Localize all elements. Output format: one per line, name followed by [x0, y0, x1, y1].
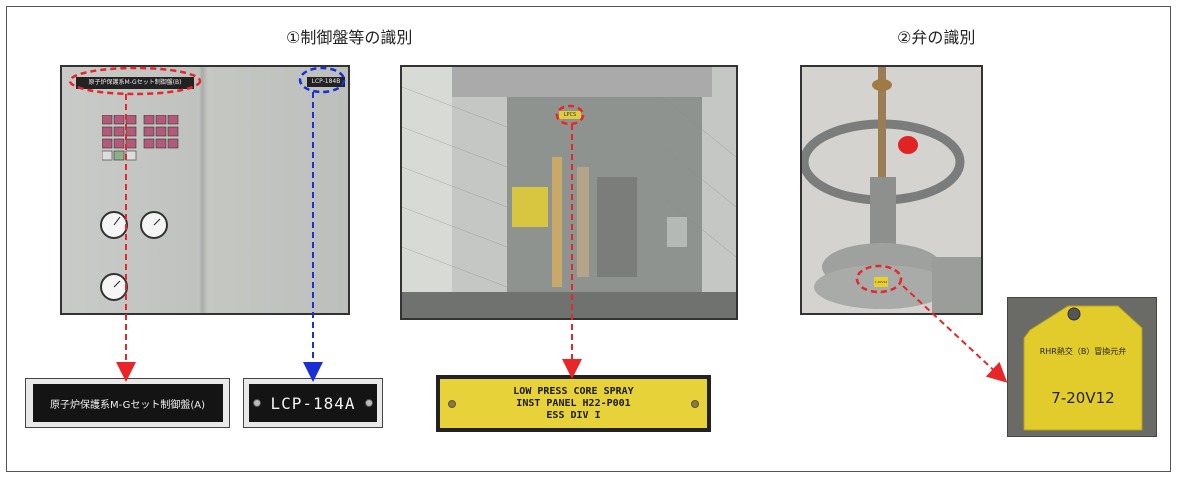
valve-tag-closeup: RHR熱交（B）冒換元弁 7-20V12: [1007, 297, 1157, 437]
plate-panel-a-text: 原子炉保護系M-Gセット制御盤(A): [50, 399, 205, 411]
plate-lpcs-line2: INST PANEL H22-P001: [516, 397, 631, 409]
plate-lpcs-line3: ESS DIV I: [546, 409, 601, 421]
valve-small-tag: 7-20V12: [874, 277, 888, 287]
photo-valve: 7-20V12: [800, 65, 983, 315]
instrument-panel-illustration: [402, 67, 736, 318]
plate-lcp: LCP-184A: [243, 378, 383, 428]
plate-panel-a: 原子炉保護系M-Gセット制御盤(A): [25, 378, 230, 428]
valve-illustration: [802, 67, 981, 313]
panel-top-tag: LCP-184B: [307, 77, 345, 87]
heading-valve-identification: ②弁の識別: [897, 28, 976, 47]
figure-frame: [6, 6, 1171, 472]
lpcs-small-tag: LPCS: [559, 111, 581, 119]
panel-top-label: 原子炉保護系M-Gセット制御盤(B): [76, 77, 194, 89]
valve-tag-line2: 7-20V12: [1051, 389, 1115, 407]
valve-tag-line1: RHR熱交（B）冒換元弁: [1039, 347, 1127, 356]
plate-lcp-text: LCP-184A: [270, 393, 356, 413]
photo-control-panel: 原子炉保護系M-Gセット制御盤(B) LCP-184B: [60, 65, 350, 315]
heading-panel-identification: ①制御盤等の識別: [286, 28, 413, 47]
meter-gauges: [100, 211, 168, 301]
indicator-button-grid: [101, 114, 194, 163]
photo-instrument-panel: LPCS: [400, 65, 738, 320]
plate-lpcs: LOW PRESS CORE SPRAY INST PANEL H22-P001…: [436, 375, 711, 432]
plate-lpcs-line1: LOW PRESS CORE SPRAY: [513, 385, 634, 397]
